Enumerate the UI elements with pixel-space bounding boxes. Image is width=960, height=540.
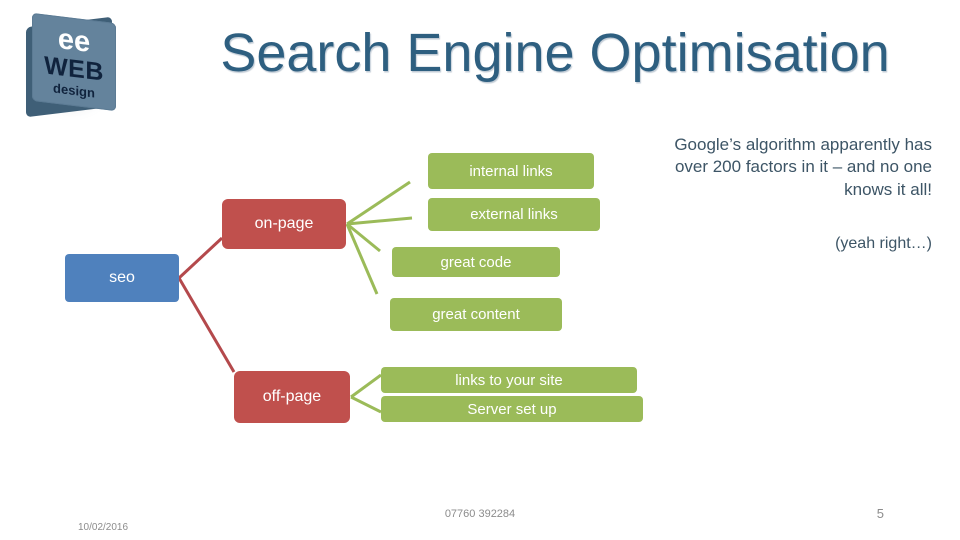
node-seo-label: seo [109,269,135,286]
node-great-code[interactable]: great code [392,247,560,277]
node-on-page-label: on-page [254,215,314,232]
connector-on-page-to-great-content [345,223,379,295]
node-great-content[interactable]: great content [390,298,562,331]
connector-seo-to-on-page [177,236,224,280]
footer-page-number: 5 [876,506,884,521]
node-internal-links-label: internal links [469,162,553,180]
connector-seo-to-off-page [177,277,236,373]
node-external-links[interactable]: external links [428,198,600,231]
node-on-page[interactable]: on-page [222,199,346,249]
node-great-code-label: great code [440,253,512,271]
node-server-set-up-label: Server set up [467,400,557,418]
node-internal-links[interactable]: internal links [428,153,594,189]
note-text: Google’s algorithm apparently has over 2… [674,135,932,199]
node-server-set-up[interactable]: Server set up [381,396,643,422]
node-links-to-your-site[interactable]: links to your site [381,367,637,393]
connector-on-page-to-external-links [346,216,413,226]
footer-phone: 07760 392284 [444,508,516,520]
connector-off-page-to-server-set-up [350,395,382,414]
node-seo[interactable]: seo [65,254,179,302]
node-off-page-label: off-page [262,388,322,405]
logo-text-stack: ee WEB design [32,13,116,111]
page-title: Search Engine Optimisation [220,23,890,83]
footer-date: 10/02/2016 [78,522,129,533]
connector-on-page-to-internal-links [346,180,411,226]
node-off-page[interactable]: off-page [234,371,350,423]
node-links-to-your-site-label: links to your site [455,371,563,389]
ee-web-design-logo[interactable]: ee WEB design [20,12,124,120]
connector-on-page-to-great-code [346,222,381,253]
node-external-links-label: external links [470,206,558,223]
note-aside-text: (yeah right…) [835,235,932,252]
logo-line-design: design [53,80,95,101]
connector-off-page-to-links-to-your-site [350,373,382,399]
node-great-content-label: great content [432,306,520,323]
